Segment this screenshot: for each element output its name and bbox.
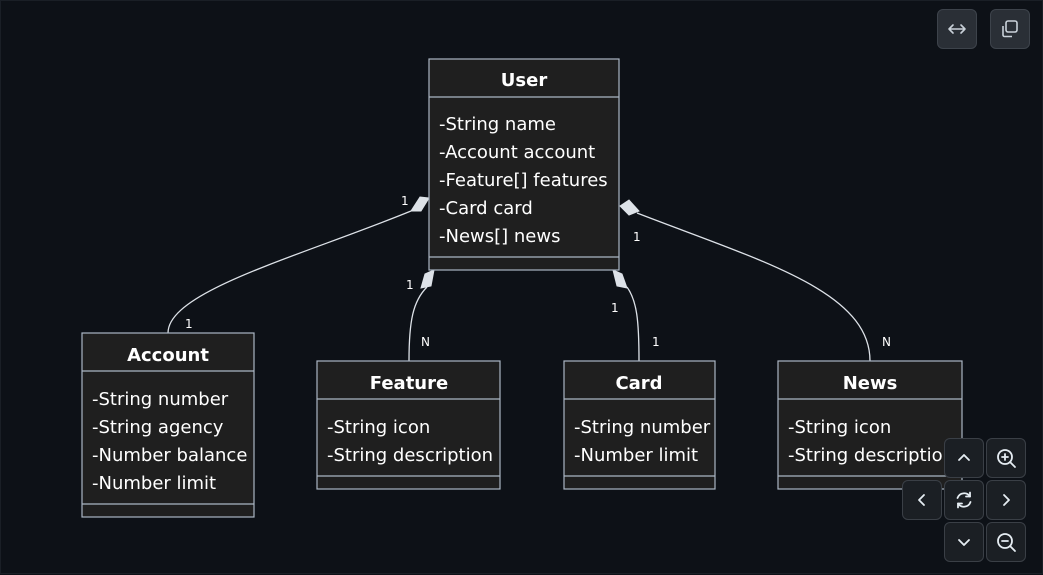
class-attribute: -String number [574, 417, 711, 438]
pan-left-button[interactable] [902, 480, 942, 520]
refresh-icon [956, 491, 972, 509]
cardinality-card: 1 [652, 335, 660, 349]
chevron-up-icon [958, 454, 970, 461]
class-title: Feature [370, 373, 448, 394]
class-attribute: -String icon [327, 417, 430, 438]
composition-diamond-feature [420, 269, 435, 289]
class-attribute: -News[] news [439, 226, 560, 247]
chevron-down-icon [958, 539, 970, 546]
composition-diamond-card [612, 269, 628, 289]
edge-user-news [636, 212, 871, 362]
class-news[interactable]: News -String icon -String description [777, 360, 963, 490]
class-account[interactable]: Account -String number -String agency -N… [81, 332, 255, 518]
pan-right-button[interactable] [986, 480, 1026, 520]
cardinality-news: N [882, 335, 891, 349]
class-user[interactable]: User -String name -Account account -Feat… [428, 58, 620, 271]
cardinality-account: 1 [185, 317, 193, 331]
class-attribute: -String description [327, 445, 493, 466]
copy-button[interactable] [990, 9, 1030, 49]
class-title: Account [127, 345, 209, 366]
class-attribute: -String icon [788, 417, 891, 438]
cardinality-feature: N [421, 335, 430, 349]
class-attribute: -Feature[] features [439, 170, 608, 191]
class-attribute: -String name [439, 114, 556, 135]
arrows-horizontal-icon [948, 24, 966, 34]
cardinality-user-card: 1 [611, 301, 619, 315]
class-attribute: -Card card [439, 198, 533, 219]
class-attribute: -Account account [439, 142, 595, 163]
class-card[interactable]: Card -String number -Number limit [563, 360, 716, 490]
edge-user-account [167, 210, 412, 334]
class-attribute: -String agency [92, 417, 224, 438]
class-attribute: -String number [92, 389, 229, 410]
cardinality-user-news: 1 [633, 230, 641, 244]
zoom-in-button[interactable] [986, 438, 1026, 478]
class-title: User [501, 70, 548, 91]
chevron-right-icon [1003, 494, 1010, 506]
class-feature[interactable]: Feature -String icon -String description [316, 360, 501, 490]
class-attribute: -Number limit [92, 473, 216, 494]
copy-icon [1002, 20, 1018, 38]
reset-view-button[interactable] [944, 480, 984, 520]
class-attribute: -String description [788, 445, 954, 466]
pan-down-button[interactable] [944, 522, 984, 562]
edge-user-feature [408, 286, 428, 362]
composition-diamond-account [410, 196, 430, 212]
class-title: Card [615, 373, 662, 394]
pan-up-button[interactable] [944, 438, 984, 478]
class-attribute: -Number limit [574, 445, 698, 466]
cardinality-user-feature: 1 [406, 278, 414, 292]
class-title: News [843, 373, 898, 394]
class-attribute: -Number balance [92, 445, 247, 466]
cardinality-user-account: 1 [401, 194, 409, 208]
zoom-in-icon [997, 449, 1016, 468]
chevron-left-icon [918, 494, 925, 506]
zoom-out-icon [997, 533, 1016, 552]
fit-width-button[interactable] [937, 9, 977, 49]
composition-diamond-news [619, 199, 640, 216]
zoom-out-button[interactable] [986, 522, 1026, 562]
edge-user-card [626, 286, 640, 362]
